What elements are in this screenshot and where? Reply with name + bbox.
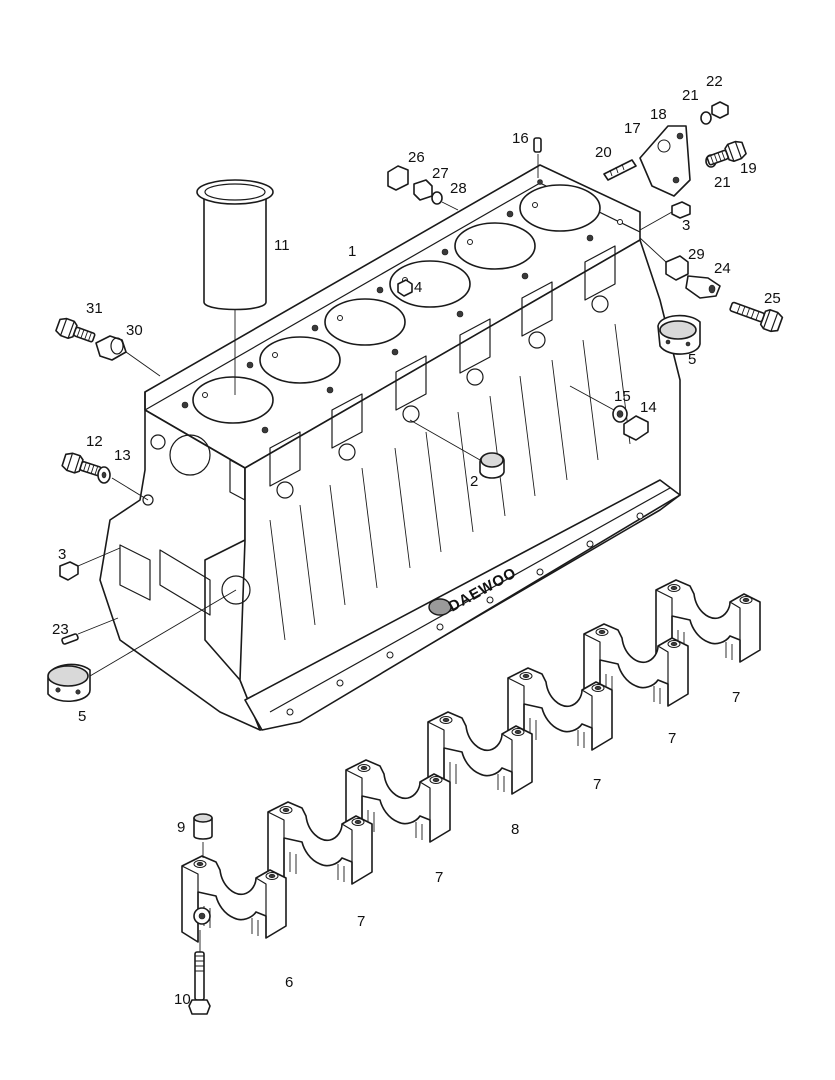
spacer-24 (685, 275, 721, 299)
callout-29: 29 (688, 246, 705, 263)
callout-23: 23 (52, 621, 69, 638)
callout-7-a: 7 (732, 689, 740, 706)
callout-9: 9 (177, 819, 185, 836)
plug-4 (397, 279, 413, 297)
front-face-details (119, 434, 251, 616)
washer-13 (97, 466, 111, 484)
callout-8: 8 (511, 821, 519, 838)
callout-21-bottom: 21 (714, 174, 731, 191)
plug-14 (623, 415, 649, 441)
callout-7-c: 7 (593, 776, 601, 793)
callout-13: 13 (114, 447, 131, 464)
oring-28 (431, 191, 443, 205)
cover-5-right (657, 314, 701, 355)
sleeve-9 (193, 813, 213, 858)
callout-17: 17 (624, 120, 641, 137)
deck-holes (181, 179, 623, 434)
callout-20: 20 (595, 144, 612, 161)
bolt-25 (729, 301, 784, 333)
callout-28: 28 (450, 180, 467, 197)
brand-logo (428, 598, 452, 616)
stud-20 (603, 159, 637, 181)
bushing-29 (665, 255, 689, 281)
callout-21-top: 21 (682, 87, 699, 104)
nut-22 (711, 101, 729, 119)
cover-plate-18 (639, 125, 691, 197)
callout-1: 1 (348, 243, 356, 260)
callout-18: 18 (650, 106, 667, 123)
plug-3-right (639, 201, 691, 231)
callout-5-right: 5 (688, 351, 696, 368)
callout-3-left: 3 (58, 546, 66, 563)
plug-27 (413, 179, 433, 201)
washer-15 (612, 405, 628, 423)
callout-30: 30 (126, 322, 143, 339)
callout-31: 31 (86, 300, 103, 317)
bolt-10 (188, 930, 211, 1015)
cover-5-left (47, 589, 237, 702)
callout-6: 6 (285, 974, 293, 991)
callout-15: 15 (614, 388, 631, 405)
callout-11: 11 (274, 237, 290, 254)
plug-3-left (59, 547, 121, 581)
callout-14: 14 (640, 399, 657, 416)
plug-26 (387, 165, 409, 191)
callout-4: 4 (414, 279, 422, 296)
callout-5-left: 5 (78, 708, 86, 725)
callout-25: 25 (764, 290, 781, 307)
callout-7-b: 7 (668, 730, 676, 747)
side-pockets (269, 245, 616, 499)
callout-16: 16 (512, 130, 529, 147)
callout-10: 10 (174, 991, 191, 1008)
callout-2: 2 (470, 473, 478, 490)
callout-22: 22 (706, 73, 723, 90)
plug-bolt-31 (54, 315, 98, 348)
callout-24: 24 (714, 260, 731, 277)
bushing-2 (409, 419, 505, 479)
bearing-cap-6 (181, 855, 287, 943)
callout-3-right: 3 (682, 217, 690, 234)
washer-21-top (700, 111, 712, 125)
bolt-12 (60, 450, 104, 482)
cylinder-liner (196, 179, 274, 395)
rail-holes (286, 512, 644, 716)
callout-12: 12 (86, 433, 103, 450)
cylinder-bores (192, 184, 601, 424)
callout-7-e: 7 (357, 913, 365, 930)
bushing-30 (95, 335, 127, 361)
callout-26: 26 (408, 149, 425, 166)
callout-7-d: 7 (435, 869, 443, 886)
callout-27: 27 (432, 165, 449, 182)
callout-labels: 1 2 3 3 4 5 5 6 7 7 7 7 7 8 9 10 11 12 1… (52, 73, 781, 1008)
dowel-23 (61, 617, 119, 645)
callout-19: 19 (740, 160, 757, 177)
dowel-16 (533, 137, 542, 178)
